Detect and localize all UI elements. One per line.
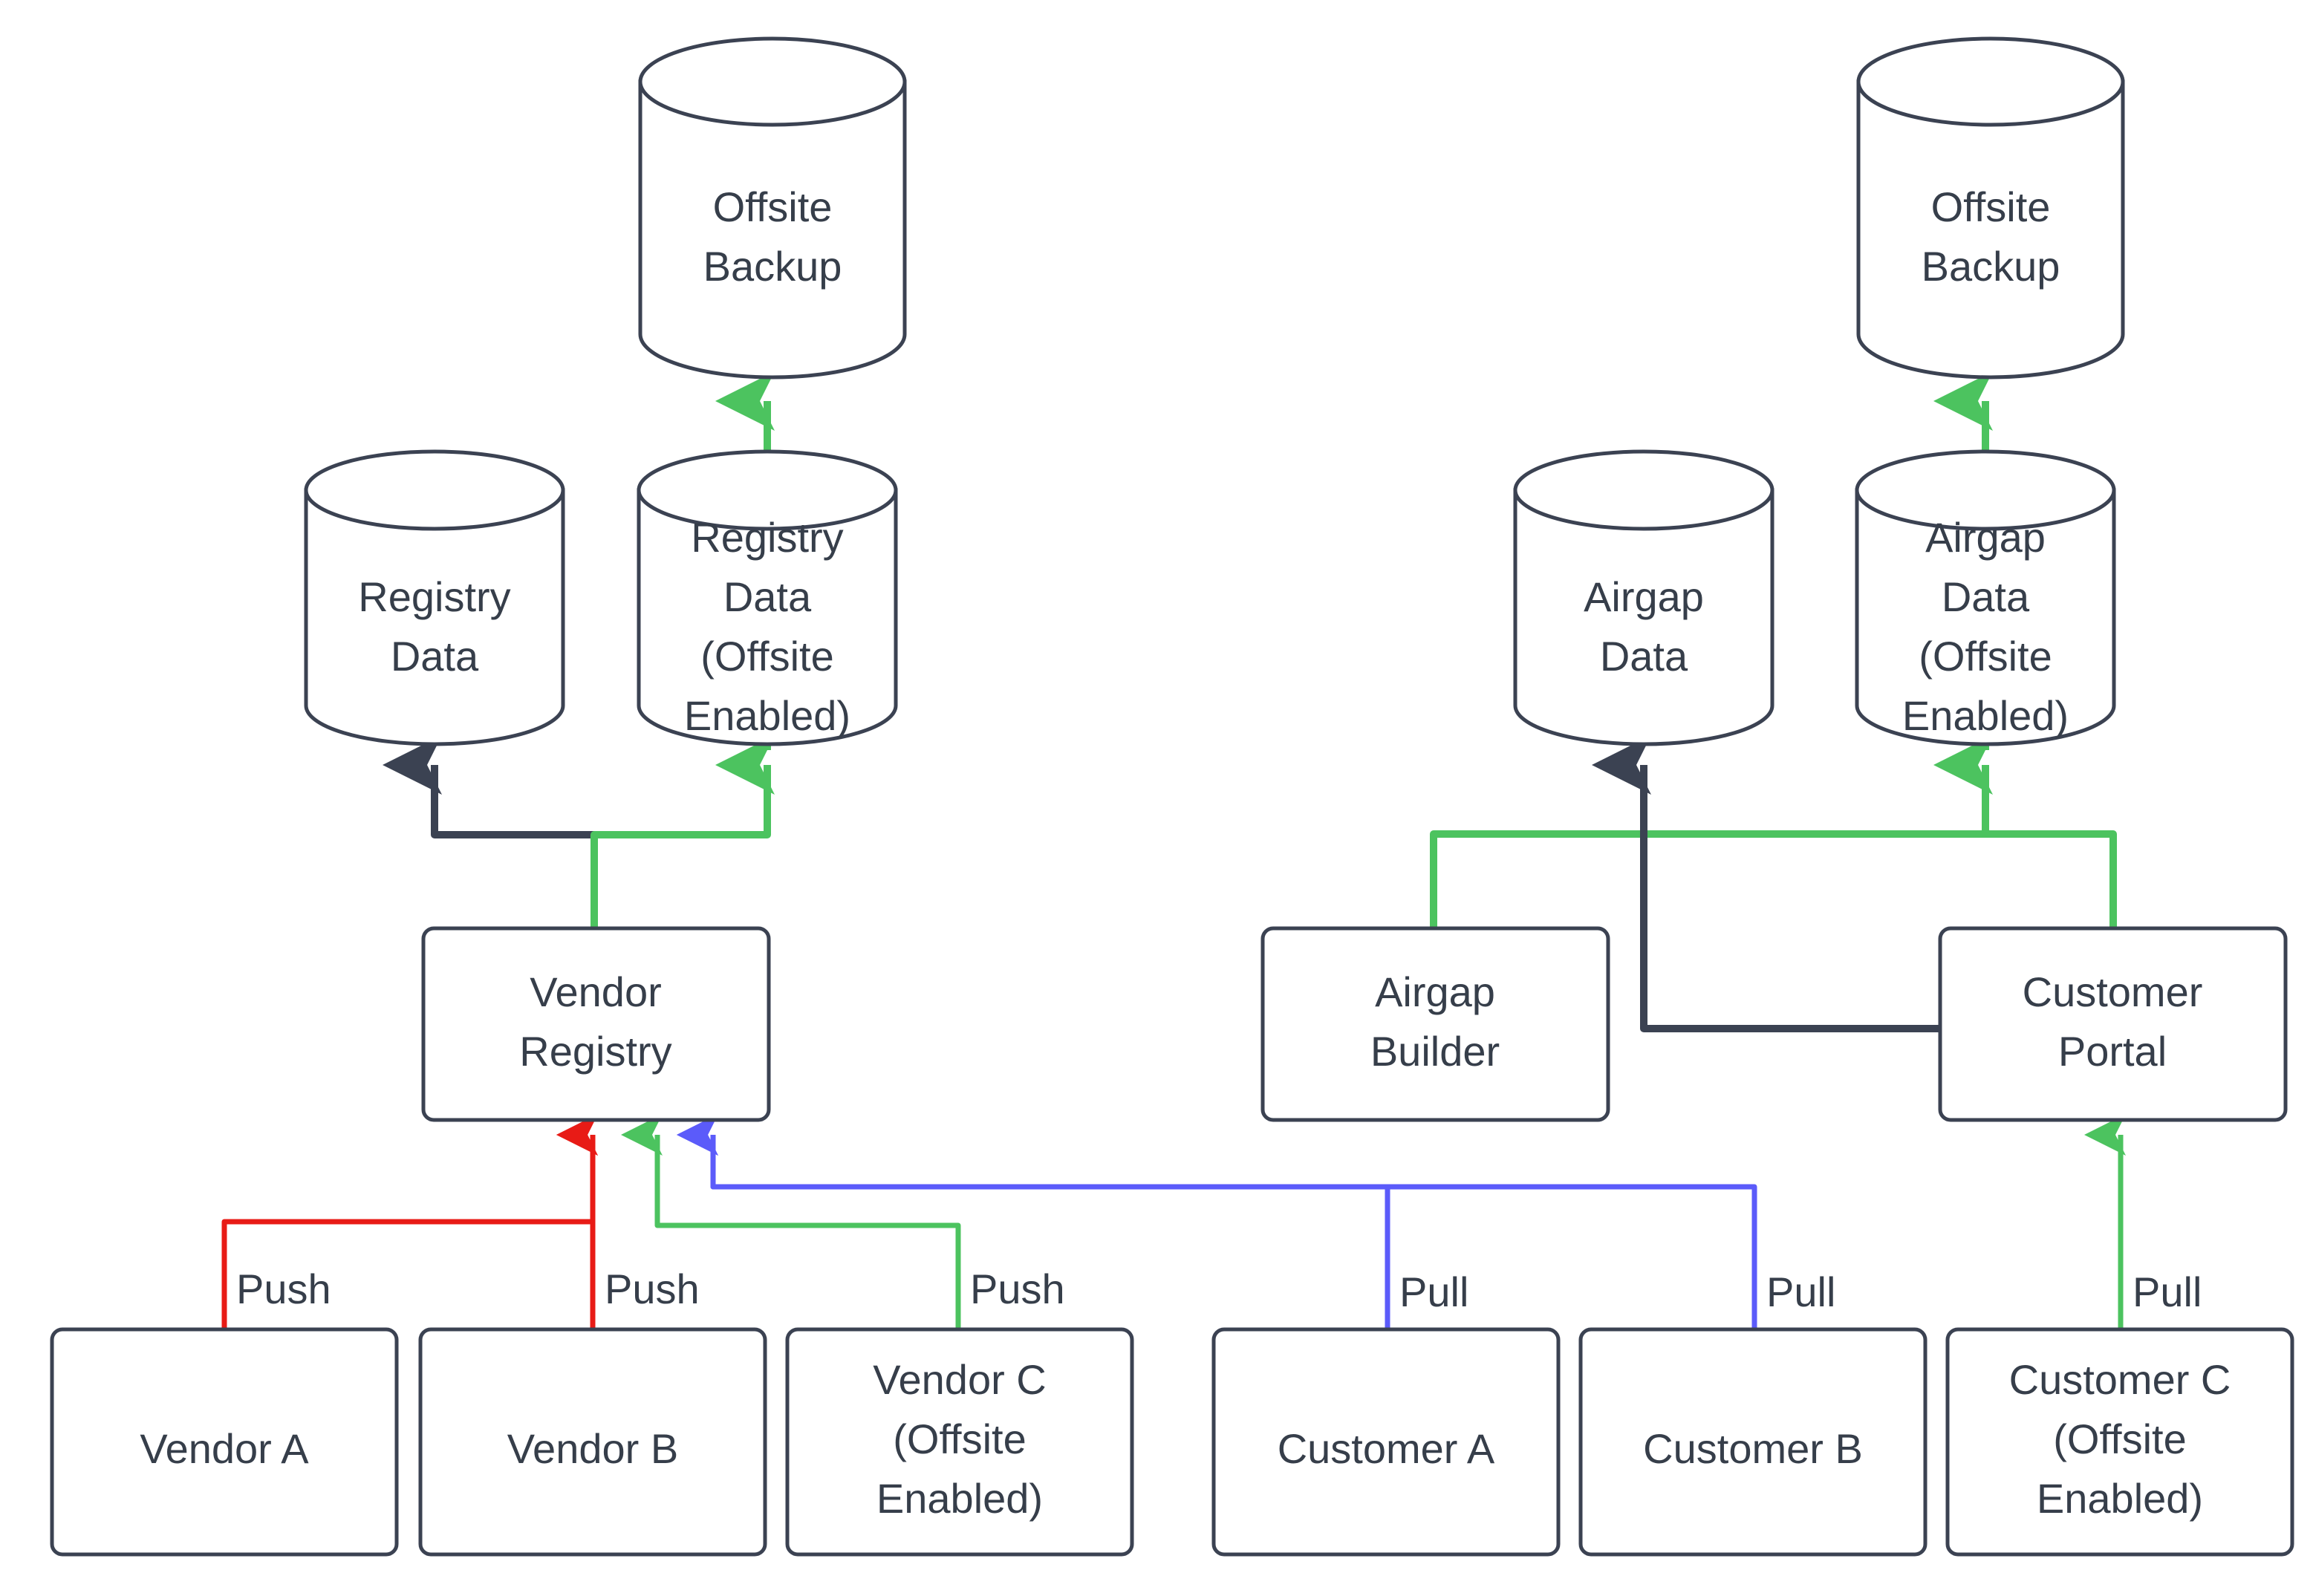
node-customer-b[interactable]: Customer B [1578, 1327, 1928, 1557]
node-offsite-backup-left[interactable]: Offsite Backup [638, 36, 907, 380]
node-customer-portal[interactable]: Customer Portal [1938, 926, 2288, 1122]
edge-vendor-c-to-registry [621, 1114, 961, 1329]
airgap-data-offsite-label-3: (Offsite [1919, 633, 2052, 680]
node-registry-data-offsite[interactable]: Registry Data (Offsite Enabled) [637, 449, 898, 746]
registry-data-offsite-label-1: Registry [691, 514, 843, 561]
edge-vendor-registry-to-registry-data [383, 735, 598, 927]
edge-label-push-a: Push [236, 1266, 331, 1312]
airgap-data-label-1: Airgap [1584, 573, 1704, 620]
offsite-backup-left-label-2: Backup [703, 243, 842, 290]
customer-c-label-3: Enabled) [2037, 1475, 2203, 1522]
node-airgap-data-offsite[interactable]: Airgap Data (Offsite Enabled) [1855, 449, 2116, 746]
customer-b-label: Customer B [1643, 1425, 1863, 1472]
edge-label-push-c: Push [970, 1266, 1065, 1312]
airgap-data-offsite-label-4: Enabled) [1902, 692, 2069, 739]
node-registry-data[interactable]: Registry Data [304, 449, 565, 746]
edge-customer-portal-to-airgap-data-offsite [1982, 765, 2117, 928]
node-vendor-b[interactable]: Vendor B [418, 1327, 767, 1557]
edge-customer-portal-to-airgap-data [1592, 735, 1940, 1032]
registry-data-offsite-label-2: Data [723, 573, 812, 620]
node-airgap-data[interactable]: Airgap Data [1513, 449, 1774, 746]
customer-a-label: Customer A [1278, 1425, 1495, 1472]
vendor-a-label: Vendor A [140, 1425, 309, 1472]
registry-data-offsite-label-3: (Offsite [700, 633, 833, 680]
vendor-registry-label-1: Vendor [530, 968, 662, 1015]
node-customer-a[interactable]: Customer A [1211, 1327, 1561, 1557]
airgap-builder-label-1: Airgap [1375, 968, 1495, 1015]
node-offsite-backup-right[interactable]: Offsite Backup [1856, 36, 2125, 380]
registry-data-label-1: Registry [358, 573, 510, 620]
vendor-c-label-1: Vendor C [873, 1356, 1047, 1403]
customer-portal-label-1: Customer [2023, 968, 2203, 1015]
node-vendor-a[interactable]: Vendor A [50, 1327, 399, 1557]
airgap-data-offsite-label-1: Airgap [1925, 514, 2046, 561]
edge-label-pull-b: Pull [1766, 1268, 1835, 1315]
customer-c-label-1: Customer C [2009, 1356, 2231, 1403]
vendor-c-label-3: Enabled) [876, 1475, 1043, 1522]
registry-data-offsite-label-4: Enabled) [684, 692, 850, 739]
vendor-b-label: Vendor B [507, 1425, 678, 1472]
vendor-registry-label-2: Registry [519, 1028, 671, 1075]
airgap-data-label-2: Data [1600, 633, 1688, 680]
node-airgap-builder[interactable]: Airgap Builder [1260, 926, 1610, 1122]
offsite-backup-right-label-2: Backup [1922, 243, 2060, 290]
airgap-builder-label-2: Builder [1370, 1028, 1500, 1075]
offsite-backup-left-label-1: Offsite [713, 183, 833, 230]
node-vendor-registry[interactable]: Vendor Registry [421, 926, 771, 1122]
node-customer-c[interactable]: Customer C (Offsite Enabled) [1945, 1327, 2294, 1557]
edge-vendor-registry-to-registry-data-offsite [591, 735, 775, 927]
customer-c-label-2: (Offsite [2053, 1416, 2186, 1462]
registry-data-label-2: Data [391, 633, 479, 680]
edge-label-push-b: Push [605, 1266, 700, 1312]
offsite-backup-right-label-1: Offsite [1931, 183, 2051, 230]
node-vendor-c[interactable]: Vendor C (Offsite Enabled) [785, 1327, 1134, 1557]
customer-portal-label-2: Portal [2058, 1028, 2167, 1075]
edge-customer-b-to-portal [677, 1114, 1757, 1329]
airgap-data-offsite-label-2: Data [1942, 573, 2030, 620]
edge-label-pull-a: Pull [1399, 1268, 1468, 1315]
edge-airgap-builder-to-airgap-data-offsite [1430, 735, 1993, 928]
edge-label-pull-c: Pull [2133, 1268, 2202, 1315]
vendor-c-label-2: (Offsite [893, 1416, 1026, 1462]
